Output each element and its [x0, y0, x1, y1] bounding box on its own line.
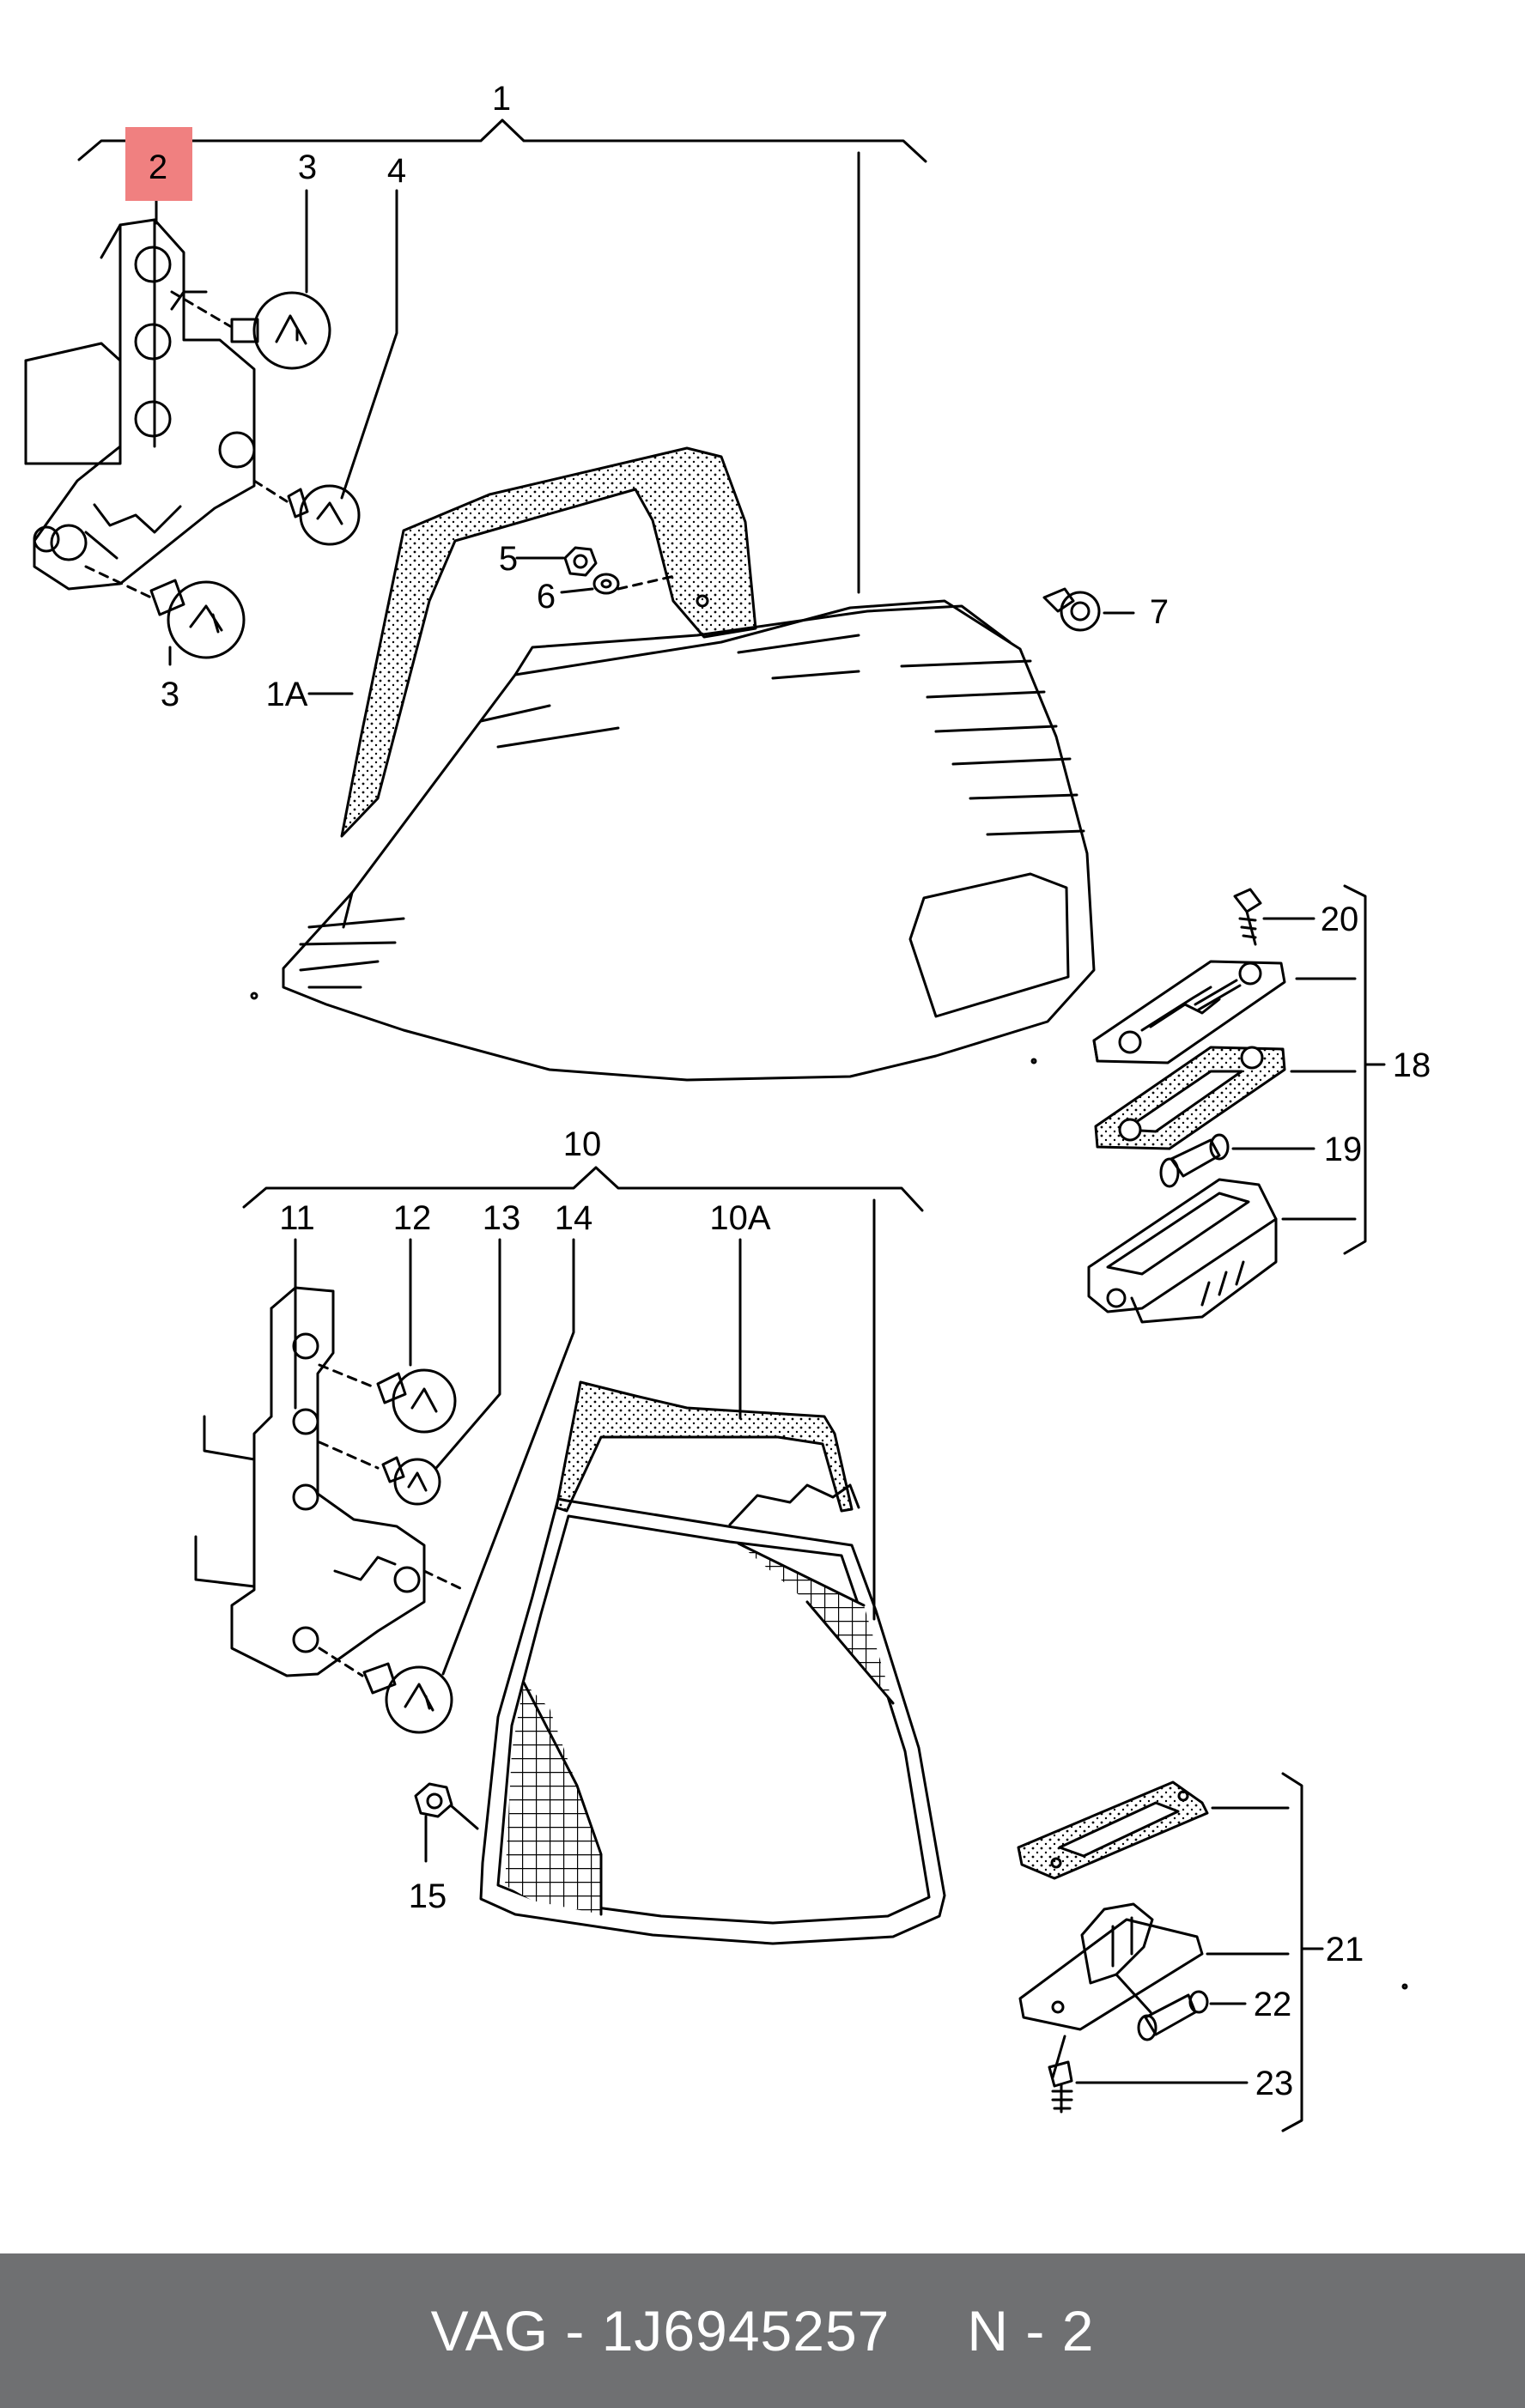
callout-15[interactable]: 15 — [409, 1877, 447, 1915]
callout-highlight — [125, 127, 192, 201]
tail-light-housing-1 — [250, 599, 1096, 1082]
screw-20 — [1233, 888, 1262, 946]
leader-4 — [340, 189, 398, 500]
assembly-10-bracket — [242, 1166, 924, 1212]
washer-6 — [592, 573, 620, 595]
lens-cover — [1092, 960, 1286, 1064]
assembly-1-bracket — [77, 118, 927, 163]
leader-6 — [560, 587, 594, 594]
callout-18[interactable]: 18 — [1393, 1046, 1431, 1084]
callout-3-upper[interactable]: 3 — [298, 149, 317, 186]
callout-7[interactable]: 7 — [1150, 593, 1169, 631]
bracket-21 — [1281, 1772, 1303, 2132]
bulb-13 — [381, 1456, 441, 1506]
bulb-14 — [362, 1662, 453, 1734]
callout-21[interactable]: 21 — [1326, 1931, 1364, 1968]
callout-23[interactable]: 23 — [1255, 2065, 1294, 2102]
parts-diagram: 1 2 3 4 5 6 7 3 1A 20 18 19 10 11 12 13 … — [24, 80, 1431, 2132]
leader-13 — [434, 1238, 501, 1470]
bracket-18 — [1343, 884, 1367, 1255]
callout-1[interactable]: 1 — [492, 80, 511, 118]
callout-5[interactable]: 5 — [499, 540, 518, 578]
callout-20[interactable]: 20 — [1321, 901, 1359, 938]
part-number-label: VAG - 1J6945257 — [430, 2299, 890, 2363]
part-number-footer: VAG - 1J6945257 N - 2 — [0, 2253, 1525, 2408]
callout-19[interactable]: 19 — [1324, 1131, 1363, 1168]
callout-10[interactable]: 10 — [563, 1125, 602, 1163]
bulb-holder-11 — [194, 1286, 426, 1677]
callout-11[interactable]: 11 — [279, 1199, 315, 1237]
gasket-21 — [1017, 1780, 1209, 1880]
callout-14[interactable]: 14 — [555, 1199, 593, 1237]
seal-10a — [555, 1380, 854, 1513]
bulb-12 — [376, 1368, 457, 1434]
callout-1a[interactable]: 1A — [266, 676, 308, 713]
callout-4[interactable]: 4 — [387, 152, 406, 190]
nut-5 — [563, 546, 598, 577]
bulb-19 — [1159, 1133, 1230, 1188]
callout-12[interactable]: 12 — [393, 1199, 432, 1237]
callout-10a[interactable]: 10A — [709, 1199, 770, 1237]
callout-13[interactable]: 13 — [483, 1199, 521, 1237]
callout-6[interactable]: 6 — [537, 578, 556, 616]
nut-15 — [414, 1782, 453, 1818]
callout-22[interactable]: 22 — [1254, 1986, 1292, 2023]
gasket-plate — [1094, 1046, 1286, 1150]
position-label: N - 2 — [967, 2299, 1095, 2363]
leader-14 — [441, 1238, 575, 1676]
callout-2[interactable]: 2 — [149, 149, 167, 186]
screw-23 — [1048, 2035, 1073, 2114]
exploded-view-drawing: 1 2 3 4 5 6 7 3 1A 20 18 19 10 11 12 13 … — [24, 80, 1431, 2132]
seal-1a — [340, 446, 757, 838]
bulb-22 — [1137, 1990, 1209, 2041]
bulb-4 — [287, 484, 361, 546]
callout-3-lower[interactable]: 3 — [161, 676, 179, 713]
bulb-holder-2 — [24, 218, 256, 591]
fastener-7 — [1042, 587, 1101, 632]
light-housing-18 — [1087, 1178, 1278, 1324]
rear-light-10 — [479, 1483, 946, 1945]
bulb-3-upper — [230, 291, 331, 370]
bulb-3-lower — [149, 579, 246, 659]
housing-21 — [1018, 1902, 1204, 2031]
